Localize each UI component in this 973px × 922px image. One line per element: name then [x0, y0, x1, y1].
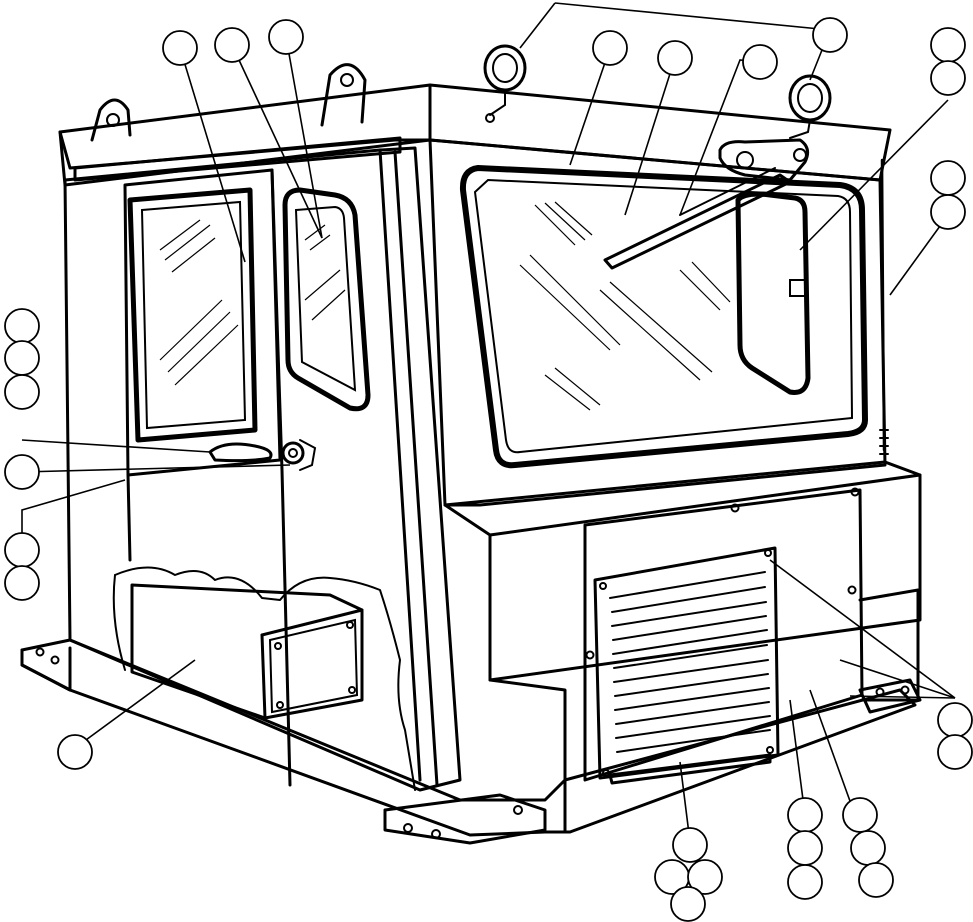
callout-bubble [742, 44, 778, 80]
door-handle [208, 442, 273, 463]
antenna [879, 158, 889, 455]
box-cover-plate [268, 618, 359, 714]
callout-bubble [672, 827, 708, 863]
side-quarter-window [282, 187, 371, 412]
base-mounting-foot-left [20, 646, 72, 692]
callout-bubble [670, 886, 706, 922]
callout-bubble [4, 454, 40, 490]
louvred-grille-panel [593, 546, 780, 780]
callout-bubble [842, 797, 878, 833]
lift-eye-left [90, 98, 132, 142]
door-lock [281, 441, 305, 465]
callout-bubble [930, 27, 966, 63]
callout-bubble [787, 864, 823, 900]
wiper-motor [718, 138, 810, 182]
callout-bubble [930, 60, 966, 96]
callout-leader-lines [21, 2, 956, 843]
cab-door [123, 168, 317, 787]
window-latch [789, 279, 806, 297]
callout-bubble [162, 30, 198, 66]
windshield-wiper-blade [603, 173, 792, 270]
cab-left-wall [58, 63, 892, 792]
callout-bubble [937, 702, 973, 738]
roof-trim-bar [73, 136, 402, 182]
work-light-right [788, 74, 832, 139]
callout-bubble [687, 859, 723, 895]
callout-bubble [930, 194, 966, 230]
windshield-glass-reflection [519, 201, 731, 411]
base-mounting-foot-right [858, 678, 922, 714]
callout-bubble [214, 27, 250, 63]
cab-base [20, 638, 922, 845]
callout-bubble [4, 340, 40, 376]
work-light-left [483, 44, 527, 123]
cutaway-electrical-box [112, 566, 416, 791]
cab-front-face [428, 138, 887, 507]
callout-bubble [4, 532, 40, 568]
lift-eye-right [320, 63, 367, 127]
callout-bubble [657, 40, 693, 76]
callout-bubble [937, 734, 973, 770]
callout-bubble [268, 19, 304, 55]
callout-bubble [787, 830, 823, 866]
callout-bubble [858, 862, 894, 898]
base-mounting-foot-front [383, 793, 547, 845]
callout-bubble [4, 308, 40, 344]
callout-bubble [812, 17, 848, 53]
callout-bubble [4, 565, 40, 601]
callout-bubbles [4, 17, 973, 922]
callout-bubble [57, 734, 93, 770]
callout-bubble [930, 160, 966, 196]
lower-front-enclosure [443, 460, 922, 834]
grille-louvres [609, 571, 771, 753]
callout-bubble [850, 830, 886, 866]
callout-bubble [4, 374, 40, 410]
callout-bubble [592, 30, 628, 66]
callout-bubble [787, 797, 823, 833]
